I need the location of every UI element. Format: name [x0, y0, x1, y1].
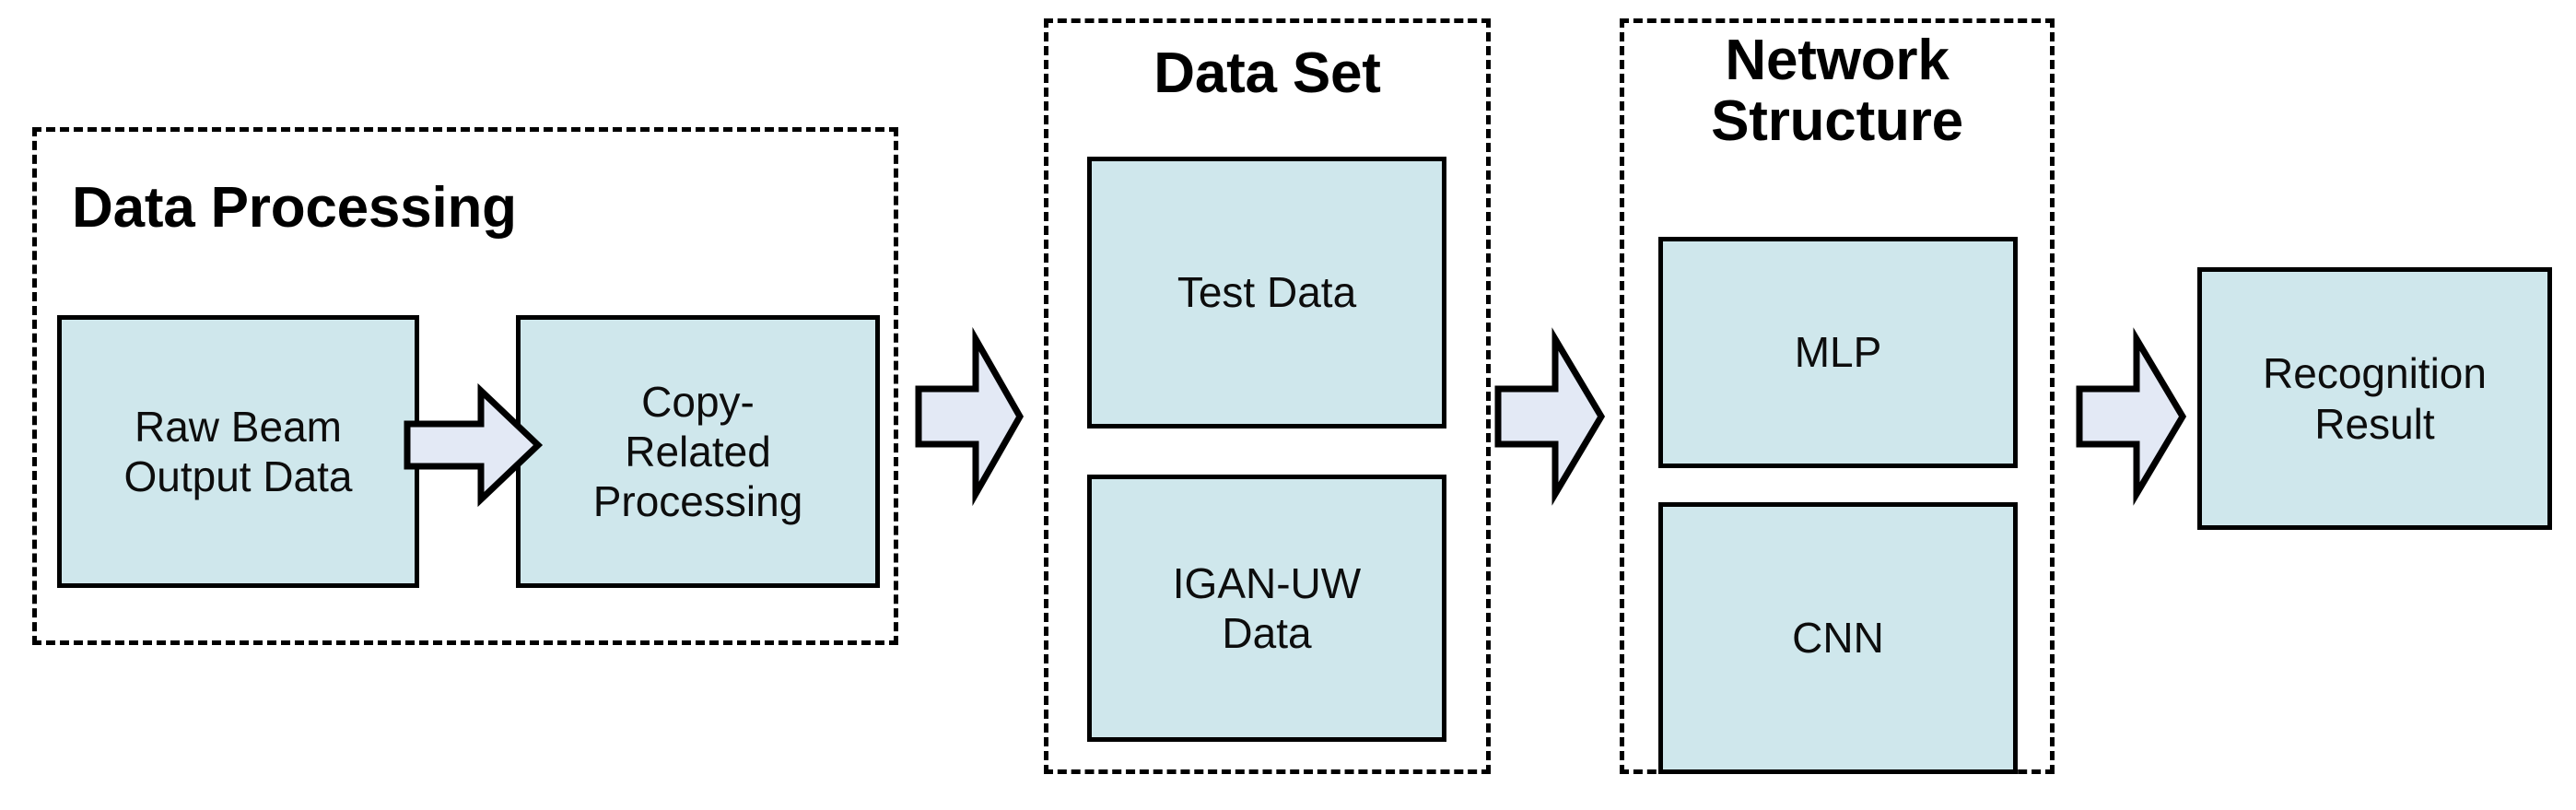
group-data-set: Data Set [1044, 18, 1491, 774]
group-title-data-set: Data Set [1153, 41, 1381, 105]
box-raw-beam-output-data[interactable]: Raw Beam Output Data [57, 315, 419, 588]
box-recognition-result[interactable]: Recognition Result [2197, 267, 2552, 530]
box-test-data[interactable]: Test Data [1087, 157, 1446, 428]
box-mlp[interactable]: MLP [1658, 237, 2018, 468]
box-igan-uw-data[interactable]: IGAN-UW Data [1087, 475, 1446, 742]
arrow-right-icon-raw-beam-to-copy-related [404, 382, 544, 508]
box-cnn[interactable]: CNN [1658, 502, 2018, 774]
arrow-right-icon-network-structure-to-recognition-result [2076, 327, 2187, 506]
arrow-right-icon-data-set-to-network-structure [1494, 327, 1606, 506]
box-copy-related-processing[interactable]: Copy- Related Processing [516, 315, 880, 588]
group-data-processing: Data Processing [32, 127, 898, 645]
arrow-right-icon-data-processing-to-data-set [915, 326, 1025, 507]
group-network-structure: Network Structure [1620, 18, 2055, 774]
group-title-data-processing: Data Processing [72, 176, 517, 240]
group-title-network-structure: Network Structure [1711, 29, 1963, 153]
